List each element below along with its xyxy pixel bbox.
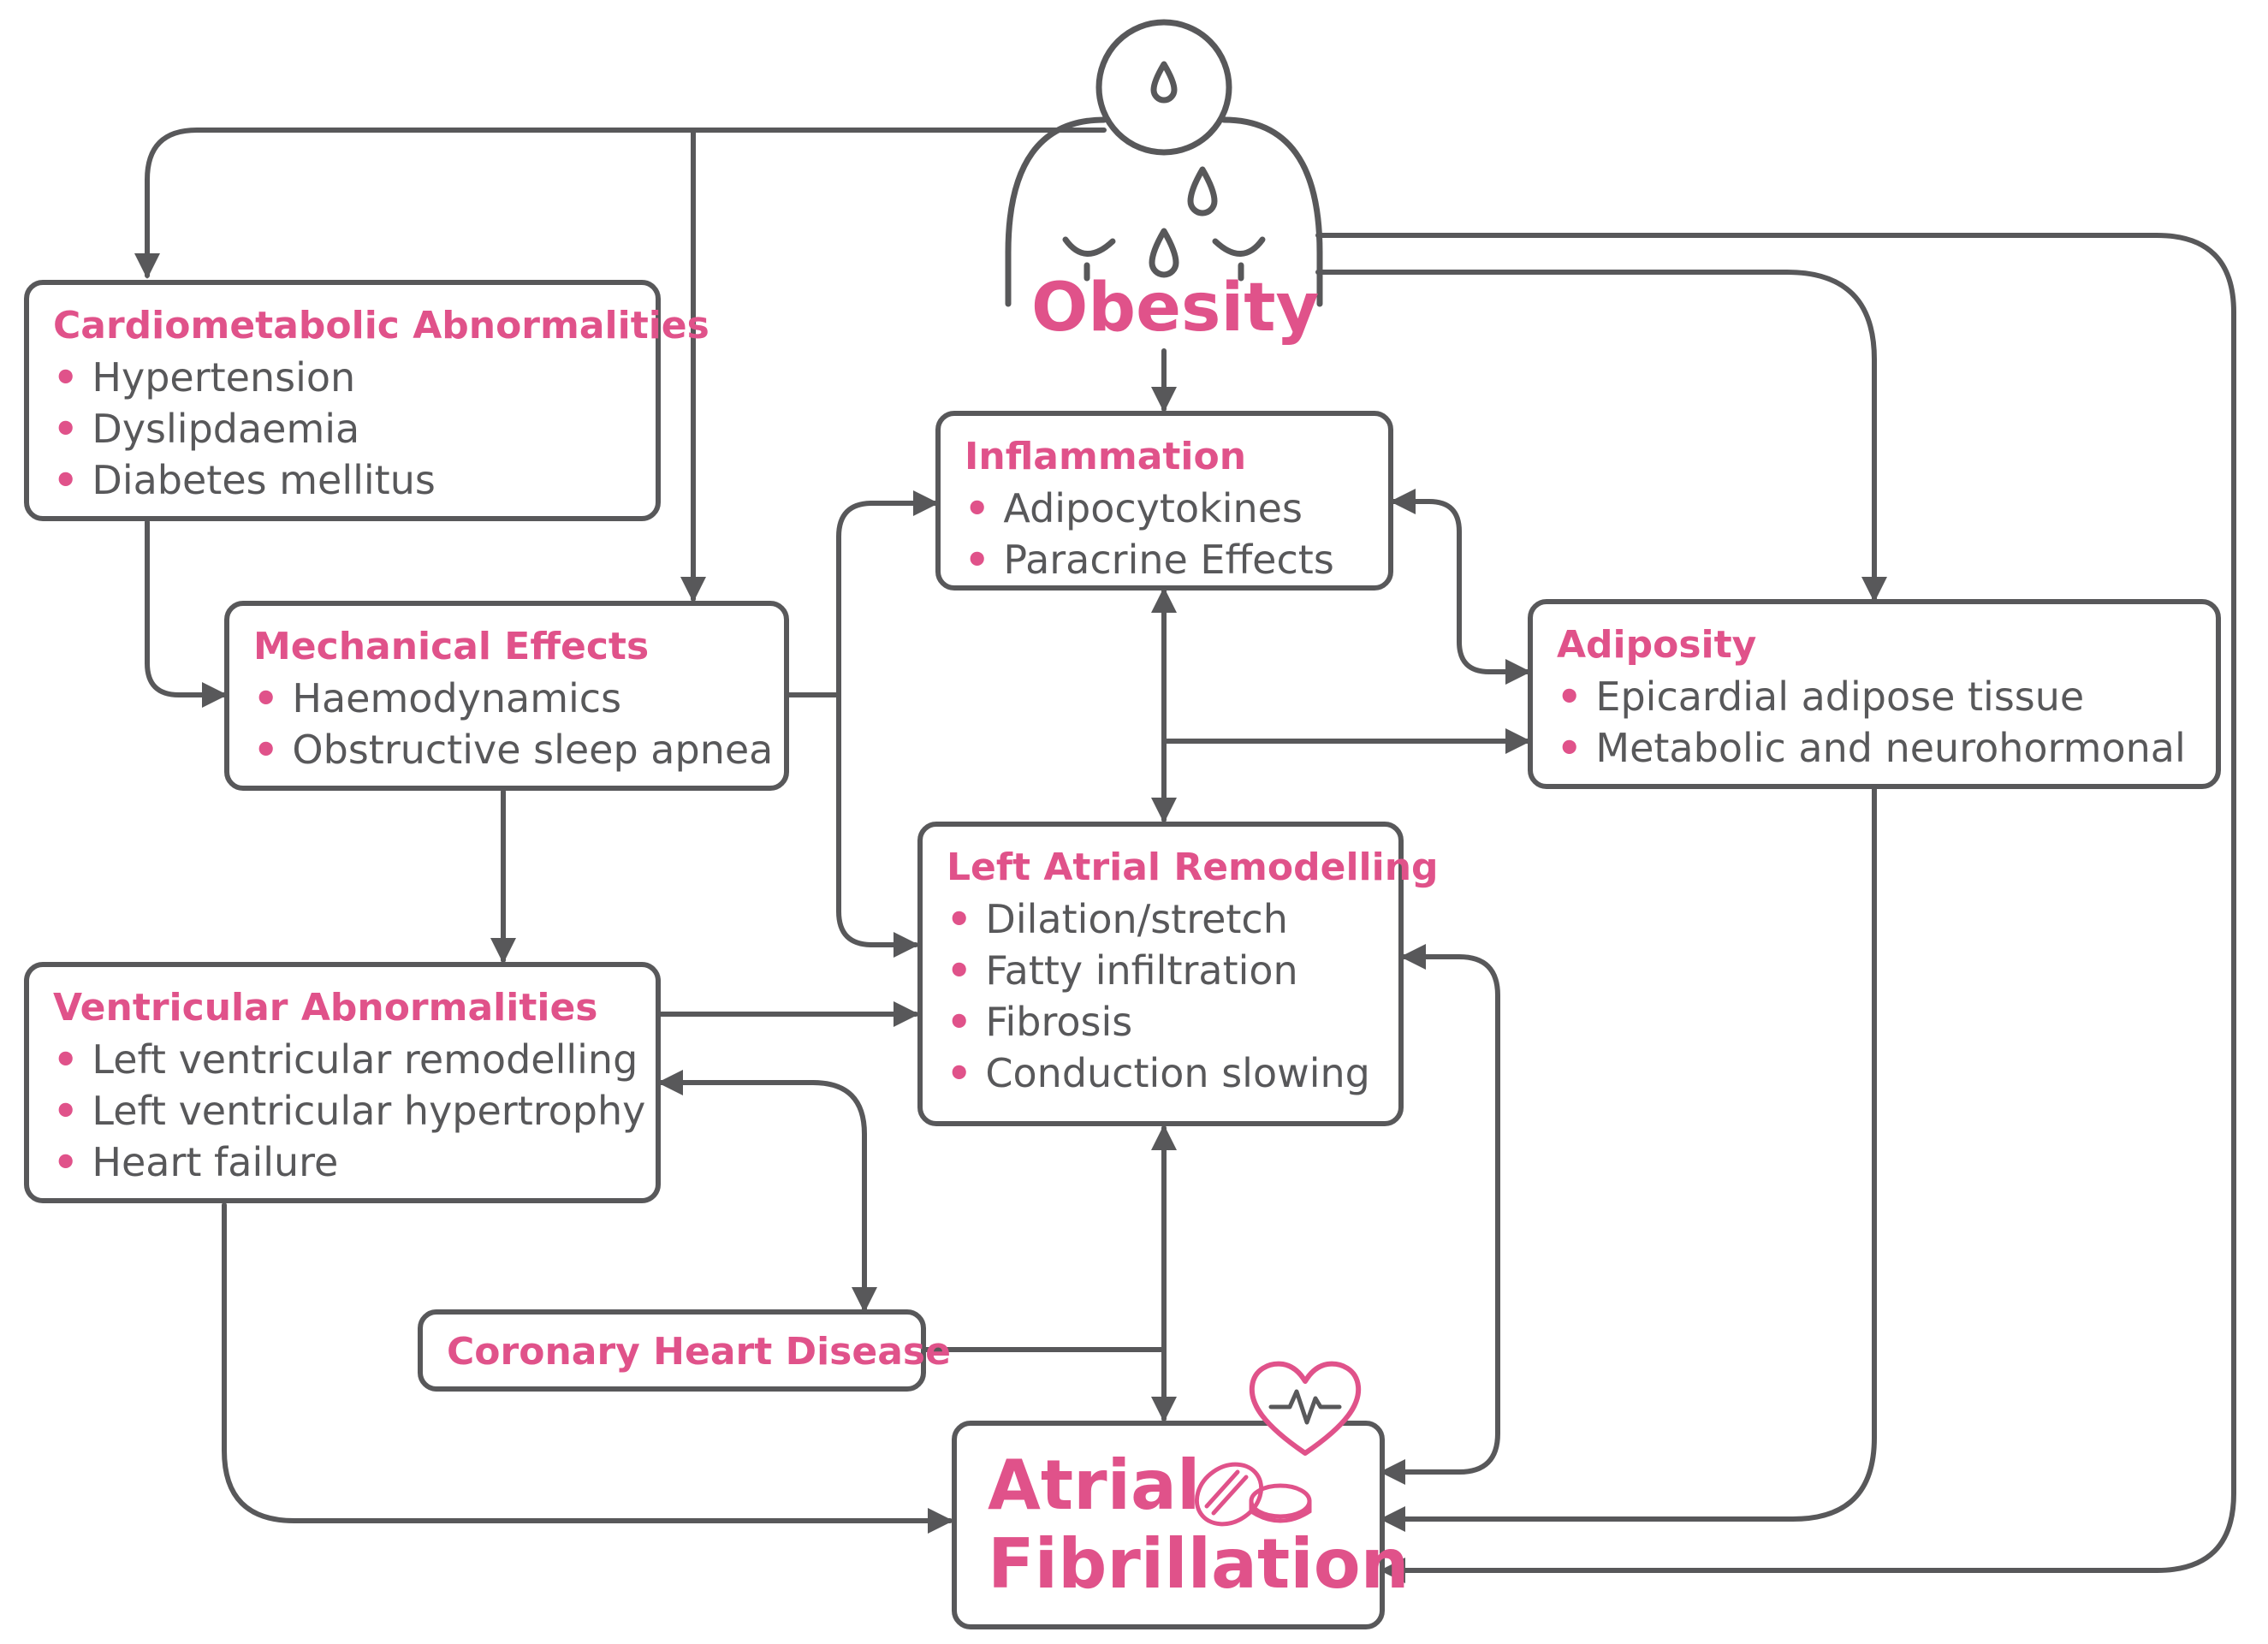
coronary-box: Coronary Heart Disease bbox=[418, 1309, 951, 1392]
adiposity-list: •Epicardial adipose tissue •Metabolic an… bbox=[1557, 671, 2195, 774]
arrow-obesity-to-cardiometabolic bbox=[134, 128, 1107, 279]
list-item: •Left ventricular remodelling bbox=[53, 1036, 638, 1083]
list-item: •Conduction slowing bbox=[947, 1050, 1370, 1096]
cardiometabolic-list: •Hypertension •Dyslipdaemia •Diabetes me… bbox=[53, 352, 635, 506]
af-label-line1: Atrial bbox=[988, 1445, 1201, 1525]
af-label-line2: Fibrillation bbox=[988, 1524, 1410, 1604]
list-item: •Adipocytokines bbox=[965, 485, 1303, 531]
list-item: •Paracrine Effects bbox=[965, 537, 1334, 583]
list-item: •Heart failure bbox=[53, 1139, 339, 1185]
pills-icon bbox=[1194, 1462, 1312, 1527]
list-item: •Metabolic and neurohormonal bbox=[1557, 725, 2186, 771]
adiposity-title: Adiposity bbox=[1557, 623, 1757, 667]
mechanical-title: Mechanical Effects bbox=[253, 625, 650, 668]
mechanical-box: Mechanical Effects •Haemodynamics •Obstr… bbox=[224, 601, 789, 791]
list-item: •Haemodynamics bbox=[253, 675, 622, 721]
list-item: •Diabetes mellitus bbox=[53, 457, 436, 503]
list-item: •Left ventricular hypertrophy bbox=[53, 1088, 646, 1134]
atrial-fibrillation-box: Atrial Fibrillation bbox=[952, 1421, 1410, 1629]
adiposity-box: Adiposity •Epicardial adipose tissue •Me… bbox=[1528, 599, 2221, 789]
list-item: •Epicardial adipose tissue bbox=[1557, 674, 2085, 720]
person-sweating-icon bbox=[1005, 19, 1323, 307]
arrow-obesity-to-af-outer bbox=[1315, 233, 2236, 1583]
arrow-inflammation-adiposity bbox=[1390, 489, 1531, 685]
list-item: •Dyslipdaemia bbox=[53, 406, 360, 452]
arrow-mechanical-to-inflammation bbox=[787, 490, 939, 697]
inflammation-box: Inflammation •Adipocytokines •Paracrine … bbox=[935, 411, 1393, 591]
arrow-ventricular-to-af bbox=[222, 1202, 953, 1534]
left-atrial-box: Left Atrial Remodelling •Dilation/stretc… bbox=[917, 822, 1439, 1126]
arrow-obesity-to-adiposity bbox=[1315, 270, 1887, 602]
inflammation-title: Inflammation bbox=[965, 435, 1247, 478]
ventricular-box: Ventricular Abnormalities •Left ventricu… bbox=[24, 962, 661, 1203]
ventricular-title: Ventricular Abnormalities bbox=[53, 986, 598, 1030]
arrow-ventricular-coronary bbox=[657, 1070, 877, 1313]
arrow-left-atrial-af-loop bbox=[1380, 944, 1500, 1485]
ventricular-list: •Left ventricular remodelling •Left vent… bbox=[53, 1034, 646, 1188]
left-atrial-title: Left Atrial Remodelling bbox=[947, 846, 1439, 889]
left-atrial-list: •Dilation/stretch •Fatty infiltration •F… bbox=[947, 893, 1378, 1099]
mechanical-list: •Haemodynamics •Obstructive sleep apnea bbox=[253, 673, 774, 775]
heart-pulse-icon bbox=[1249, 1361, 1362, 1456]
list-item: •Obstructive sleep apnea bbox=[253, 727, 774, 773]
arrow-mechanical-to-left-atrial bbox=[836, 692, 919, 958]
cardiometabolic-box: Cardiometabolic Abnormalities •Hypertens… bbox=[24, 280, 709, 521]
obesity-label: Obesity bbox=[1031, 270, 1320, 347]
list-item: •Fibrosis bbox=[947, 999, 1133, 1045]
list-item: •Dilation/stretch bbox=[947, 896, 1288, 942]
arrow-adiposity-to-af bbox=[1380, 786, 1877, 1532]
list-item: •Fatty infiltration bbox=[947, 947, 1298, 994]
list-item: •Hypertension bbox=[53, 354, 356, 401]
cardiometabolic-title: Cardiometabolic Abnormalities bbox=[53, 304, 709, 347]
coronary-title: Coronary Heart Disease bbox=[447, 1330, 951, 1374]
inflammation-list: •Adipocytokines •Paracrine Effects bbox=[965, 483, 1368, 585]
arrow-cardiometabolic-to-mechanical bbox=[145, 519, 228, 708]
